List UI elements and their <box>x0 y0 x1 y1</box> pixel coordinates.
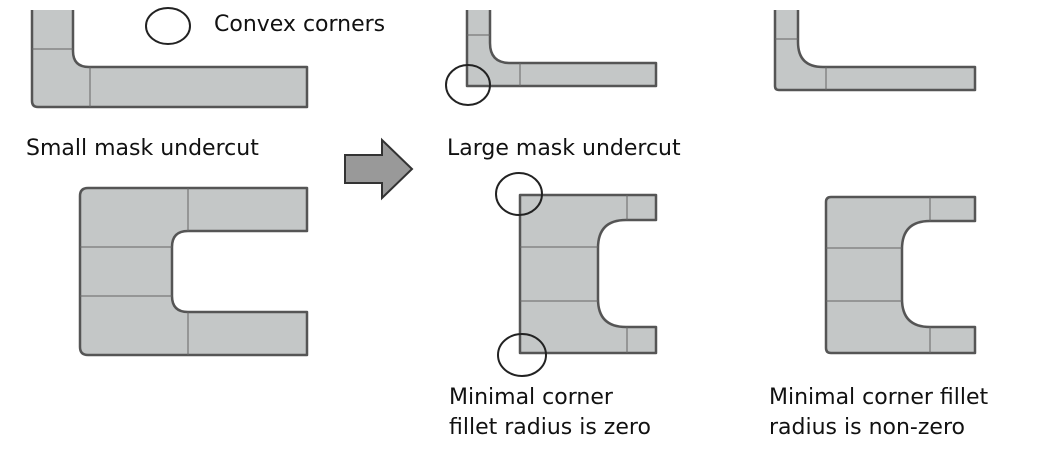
large-undercut-l-part-nonzero <box>773 10 977 92</box>
small-undercut-u-part <box>78 186 309 357</box>
small-undercut-label: Small mask undercut <box>26 136 259 161</box>
zero-radius-caption-line2: fillet radius is zero <box>449 415 651 440</box>
convex-corner-marker <box>495 172 543 216</box>
large-undercut-u-part-zero <box>518 193 658 355</box>
small-undercut-l-part <box>30 10 309 109</box>
large-undercut-l-part-zero <box>465 10 658 88</box>
convex-corner-marker <box>445 64 491 106</box>
zero-radius-caption-line1: Minimal corner <box>449 385 614 410</box>
arrow-right-icon <box>344 137 414 201</box>
large-undercut-label: Large mask undercut <box>447 136 681 161</box>
legend-label: Convex corners <box>214 12 385 37</box>
convex-corner-legend-icon <box>145 7 191 45</box>
convex-corner-marker <box>497 333 547 377</box>
nonzero-radius-caption-line2: radius is non-zero <box>769 415 965 440</box>
large-undercut-u-part-nonzero <box>824 195 977 355</box>
nonzero-radius-caption-line1: Minimal corner fillet <box>769 385 989 410</box>
